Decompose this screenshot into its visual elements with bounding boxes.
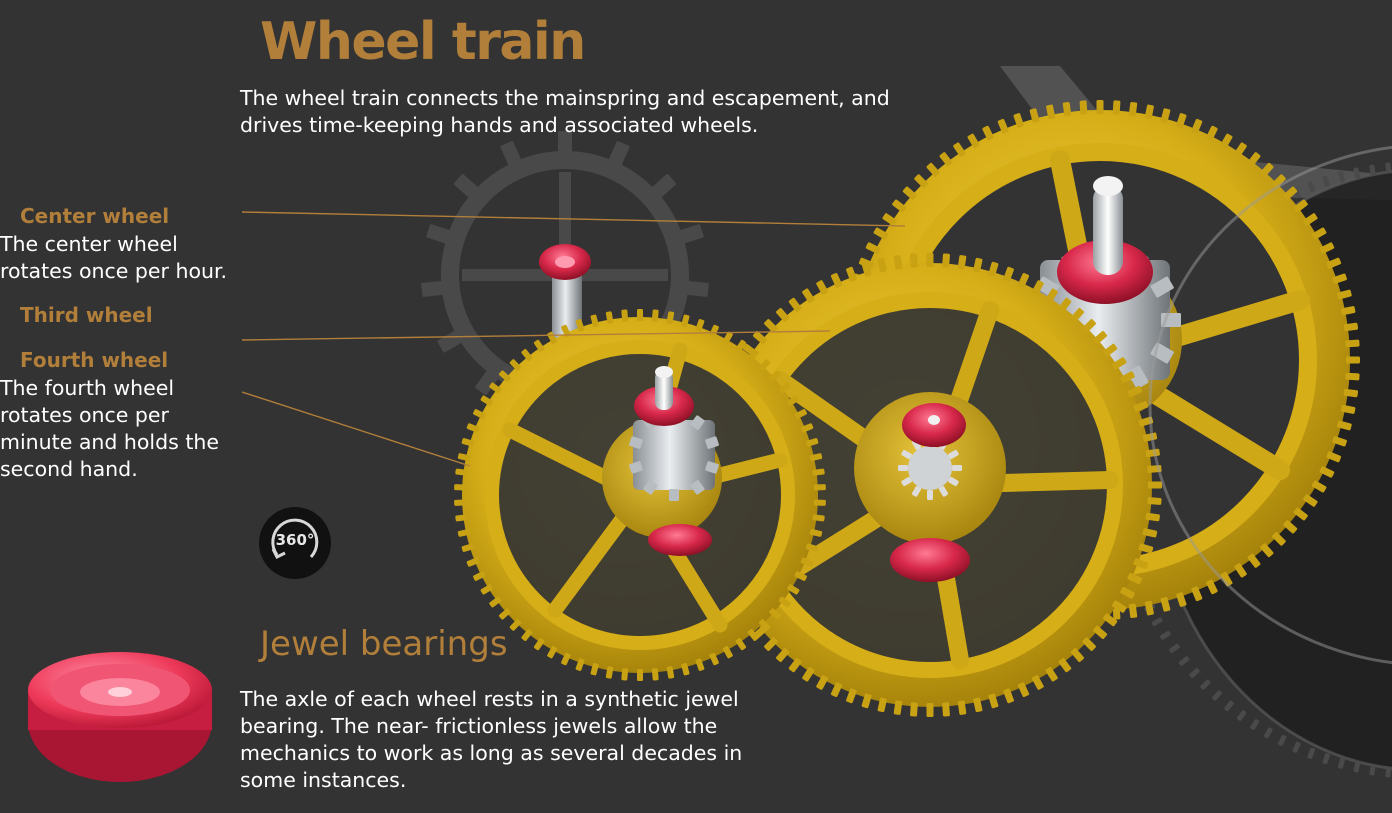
- center-wheel-description: The center wheel rotates once per hour.: [0, 232, 228, 283]
- jewel-bearing-image: [28, 652, 212, 782]
- rotate-360-button[interactable]: 360°: [259, 507, 331, 579]
- fourth-wheel-heading: Fourth wheel: [20, 348, 169, 372]
- rotate-360-label: 360°: [275, 531, 315, 549]
- center-wheel-heading: Center wheel: [20, 204, 170, 228]
- third-wheel-heading: Third wheel: [20, 303, 153, 327]
- rotate-360-icon: [271, 518, 319, 560]
- page-title: Wheel train: [260, 12, 586, 72]
- intro-text: The wheel train connects the mainspring …: [240, 86, 890, 137]
- fourth-wheel-description: The fourth wheel rotates once per minute…: [0, 376, 219, 481]
- jewel-bearings-description: The axle of each wheel rests in a synthe…: [240, 687, 743, 792]
- jewel-bearings-heading: Jewel bearings: [260, 624, 508, 664]
